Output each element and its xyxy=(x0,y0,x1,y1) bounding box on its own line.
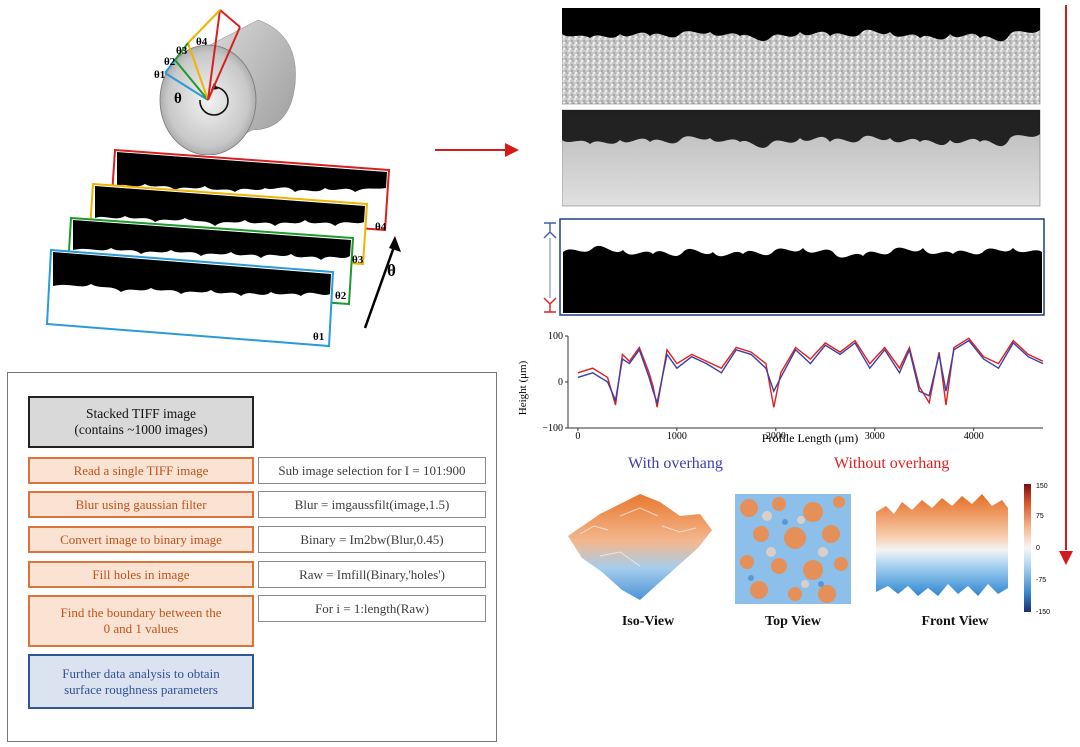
chart-ytick-label: 0 xyxy=(558,377,563,388)
front-view-label: Front View xyxy=(921,614,989,629)
colorbar: 150 75 0 -75 -150 xyxy=(1024,483,1050,616)
flow-code-read: Sub image selection for I = 101:900 xyxy=(258,457,486,484)
slice-stack: θ4 θ3 θ2 θ1 θ xyxy=(45,148,401,348)
without-overhang-label: Without overhang xyxy=(834,455,950,472)
flow-code-blur: Blur = imgaussfilt(image,1.5) xyxy=(258,491,486,518)
chart-xtick-label: 3000 xyxy=(865,431,885,442)
flow-step-fill: Fill holes in image xyxy=(28,561,254,588)
binary-profile-frame xyxy=(543,218,1045,316)
flow-step-boundary: Find the boundary between the 0 and 1 va… xyxy=(28,595,254,647)
ct-slices xyxy=(562,8,1041,207)
chart-xtick-label: 2000 xyxy=(766,431,786,442)
colorbar-tick-neg75: -75 xyxy=(1036,577,1046,584)
with-overhang-label: With overhang xyxy=(628,455,723,472)
slice-theta-direction: θ xyxy=(387,261,396,280)
colorbar-bar xyxy=(1024,484,1031,612)
cyl-theta1: θ1 xyxy=(154,69,165,81)
overhang-marker-bottom xyxy=(543,297,557,313)
cyl-theta: θ xyxy=(174,91,182,107)
cyl-theta4: θ4 xyxy=(196,36,208,48)
slice-label-theta1: θ1 xyxy=(313,331,324,343)
top-view-render xyxy=(735,494,851,604)
slice-label-theta2: θ2 xyxy=(335,290,347,302)
flow-code-binary: Binary = Im2bw(Blur,0.45) xyxy=(258,526,486,553)
flow-step-blur: Blur using gaussian filter xyxy=(28,491,254,518)
flow-code-fill: Raw = Imfill(Binary,'holes') xyxy=(258,561,486,588)
red-arrow-right xyxy=(435,143,519,157)
chart-ytick-label: 100 xyxy=(548,331,563,342)
binary-profile-image xyxy=(563,245,1042,313)
colorbar-tick-150: 150 xyxy=(1036,483,1048,490)
chart-xtick-label: 0 xyxy=(575,431,580,442)
slice-label-theta4: θ4 xyxy=(375,221,387,233)
colorbar-tick-neg150: -150 xyxy=(1036,609,1050,616)
chart-xtick-label: 4000 xyxy=(964,431,984,442)
cyl-theta2: θ2 xyxy=(164,56,176,68)
flow-final-analysis: Further data analysis to obtain surface … xyxy=(28,654,254,709)
chart-ytick-label: −100 xyxy=(542,423,563,434)
flow-step-read: Read a single TIFF image xyxy=(28,457,254,484)
chart-xlabel: Profile Length (μm) xyxy=(762,431,858,445)
chart-series-blue-line xyxy=(577,339,1044,406)
cyl-theta3: θ3 xyxy=(176,45,188,57)
colorbar-tick-0: 0 xyxy=(1036,545,1040,552)
flow-code-boundary: For i = 1:length(Raw) xyxy=(258,595,486,622)
flowchart-frame: Stacked TIFF image (contains ~1000 image… xyxy=(7,372,497,742)
top-view-label: Top View xyxy=(765,614,821,629)
cylinder-diagram: θ1 θ2 θ3 θ4 θ xyxy=(154,9,296,155)
slice-label-theta3: θ3 xyxy=(352,254,364,266)
red-arrow-down xyxy=(1059,5,1073,565)
front-view-render xyxy=(876,494,1008,596)
flow-step-binary: Convert image to binary image xyxy=(28,526,254,553)
colorbar-tick-75: 75 xyxy=(1036,513,1044,520)
flow-header-stacked-tiff: Stacked TIFF image (contains ~1000 image… xyxy=(28,396,254,448)
chart-series-red-line xyxy=(577,337,1044,408)
chart-xtick-label: 1000 xyxy=(667,431,687,442)
overhang-marker-top xyxy=(543,222,557,239)
chart-ylabel: Height (μm) xyxy=(517,360,529,415)
iso-view-render xyxy=(568,494,712,600)
iso-view-label: Iso-View xyxy=(621,614,675,629)
